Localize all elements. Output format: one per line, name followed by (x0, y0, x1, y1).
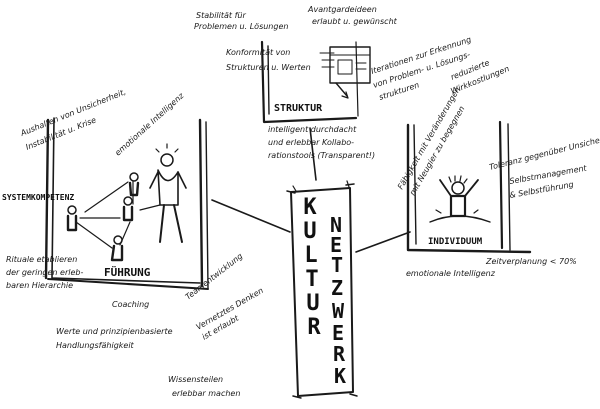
systemkompetenz-label: SYSTEMKOMPETENZ (2, 193, 74, 202)
document-icon (319, 46, 371, 99)
kultur-netzwerk-banner (286, 180, 358, 399)
struktur-note: intelligent durchdacht (268, 125, 357, 134)
fuehrung-note: Handlungsfähigkeit (56, 341, 135, 350)
netzwerk-letter-4: W (332, 299, 345, 323)
fuehrung-note: Teamentwicklung (184, 251, 245, 301)
fuehrung-note: Werte und prinzipienbasierte (56, 327, 173, 336)
struktur-note: Konformität von (226, 48, 290, 57)
team-network-icon (66, 143, 187, 262)
fuehrung-note: erlebbar machen (172, 389, 240, 398)
netzwerk-letter-0: N (330, 213, 342, 237)
fuehrung-note: emotionale Intelligenz (113, 91, 186, 158)
fuehrung-frame (44, 117, 209, 290)
individuum-note: Selbstmanagement (509, 163, 588, 186)
struktur-note: erlaubt u. gewünscht (312, 17, 398, 26)
struktur-label: STRUKTUR (274, 103, 323, 114)
individuum-note: emotionale Intelligenz (406, 269, 496, 278)
kultur-letter-3: T (305, 267, 318, 292)
kultur-letter-4: U (306, 291, 319, 316)
struktur-note: Avantgardeideen (307, 5, 377, 14)
connector-fuehrung (211, 199, 291, 233)
kultur-letter-5: R (307, 315, 321, 340)
individuum-frame (406, 120, 532, 254)
netzwerk-letter-1: E (330, 233, 342, 257)
struktur-note: Problemen u. Lösungen (194, 22, 288, 31)
struktur-note: Strukturen u. Werten (226, 63, 311, 72)
fuehrung-note: Coaching (112, 300, 149, 309)
kultur-letter-1: U (303, 219, 316, 244)
cheering-person-icon (429, 175, 491, 223)
individuum-label: INDIVIDUUM (428, 237, 483, 247)
fuehrung-note: Wissensteilen (168, 375, 223, 384)
individuum-note: Zeitverplanung < 70% (485, 257, 577, 266)
struktur-note: und erlebbar Kollabo- (268, 138, 354, 147)
netzwerk-letter-7: K (334, 364, 346, 388)
fuehrung-note: baren Hierarchie (6, 281, 73, 290)
fuehrung-label: FÜHRUNG (104, 265, 151, 279)
kultur-letter-0: K (303, 195, 317, 220)
netzwerk-letter-3: Z (331, 276, 343, 300)
fuehrung-note: Rituale etablieren (6, 255, 77, 264)
struktur-note: rationstools (Transparent!) (268, 151, 375, 160)
fuehrung-note: der geringen erleb- (6, 268, 83, 277)
individuum-note: Fähigkeit mit Veränderungen (396, 85, 462, 191)
connector-individuum (355, 231, 411, 253)
connector-struktur (309, 127, 317, 181)
struktur-frame (260, 40, 359, 124)
netzwerk-letter-5: E (332, 321, 344, 345)
struktur-note: Stabilität für (196, 11, 246, 20)
kultur-letter-2: L (304, 243, 317, 268)
netzwerk-letter-6: R (333, 342, 346, 366)
netzwerk-letter-2: T (331, 253, 343, 277)
